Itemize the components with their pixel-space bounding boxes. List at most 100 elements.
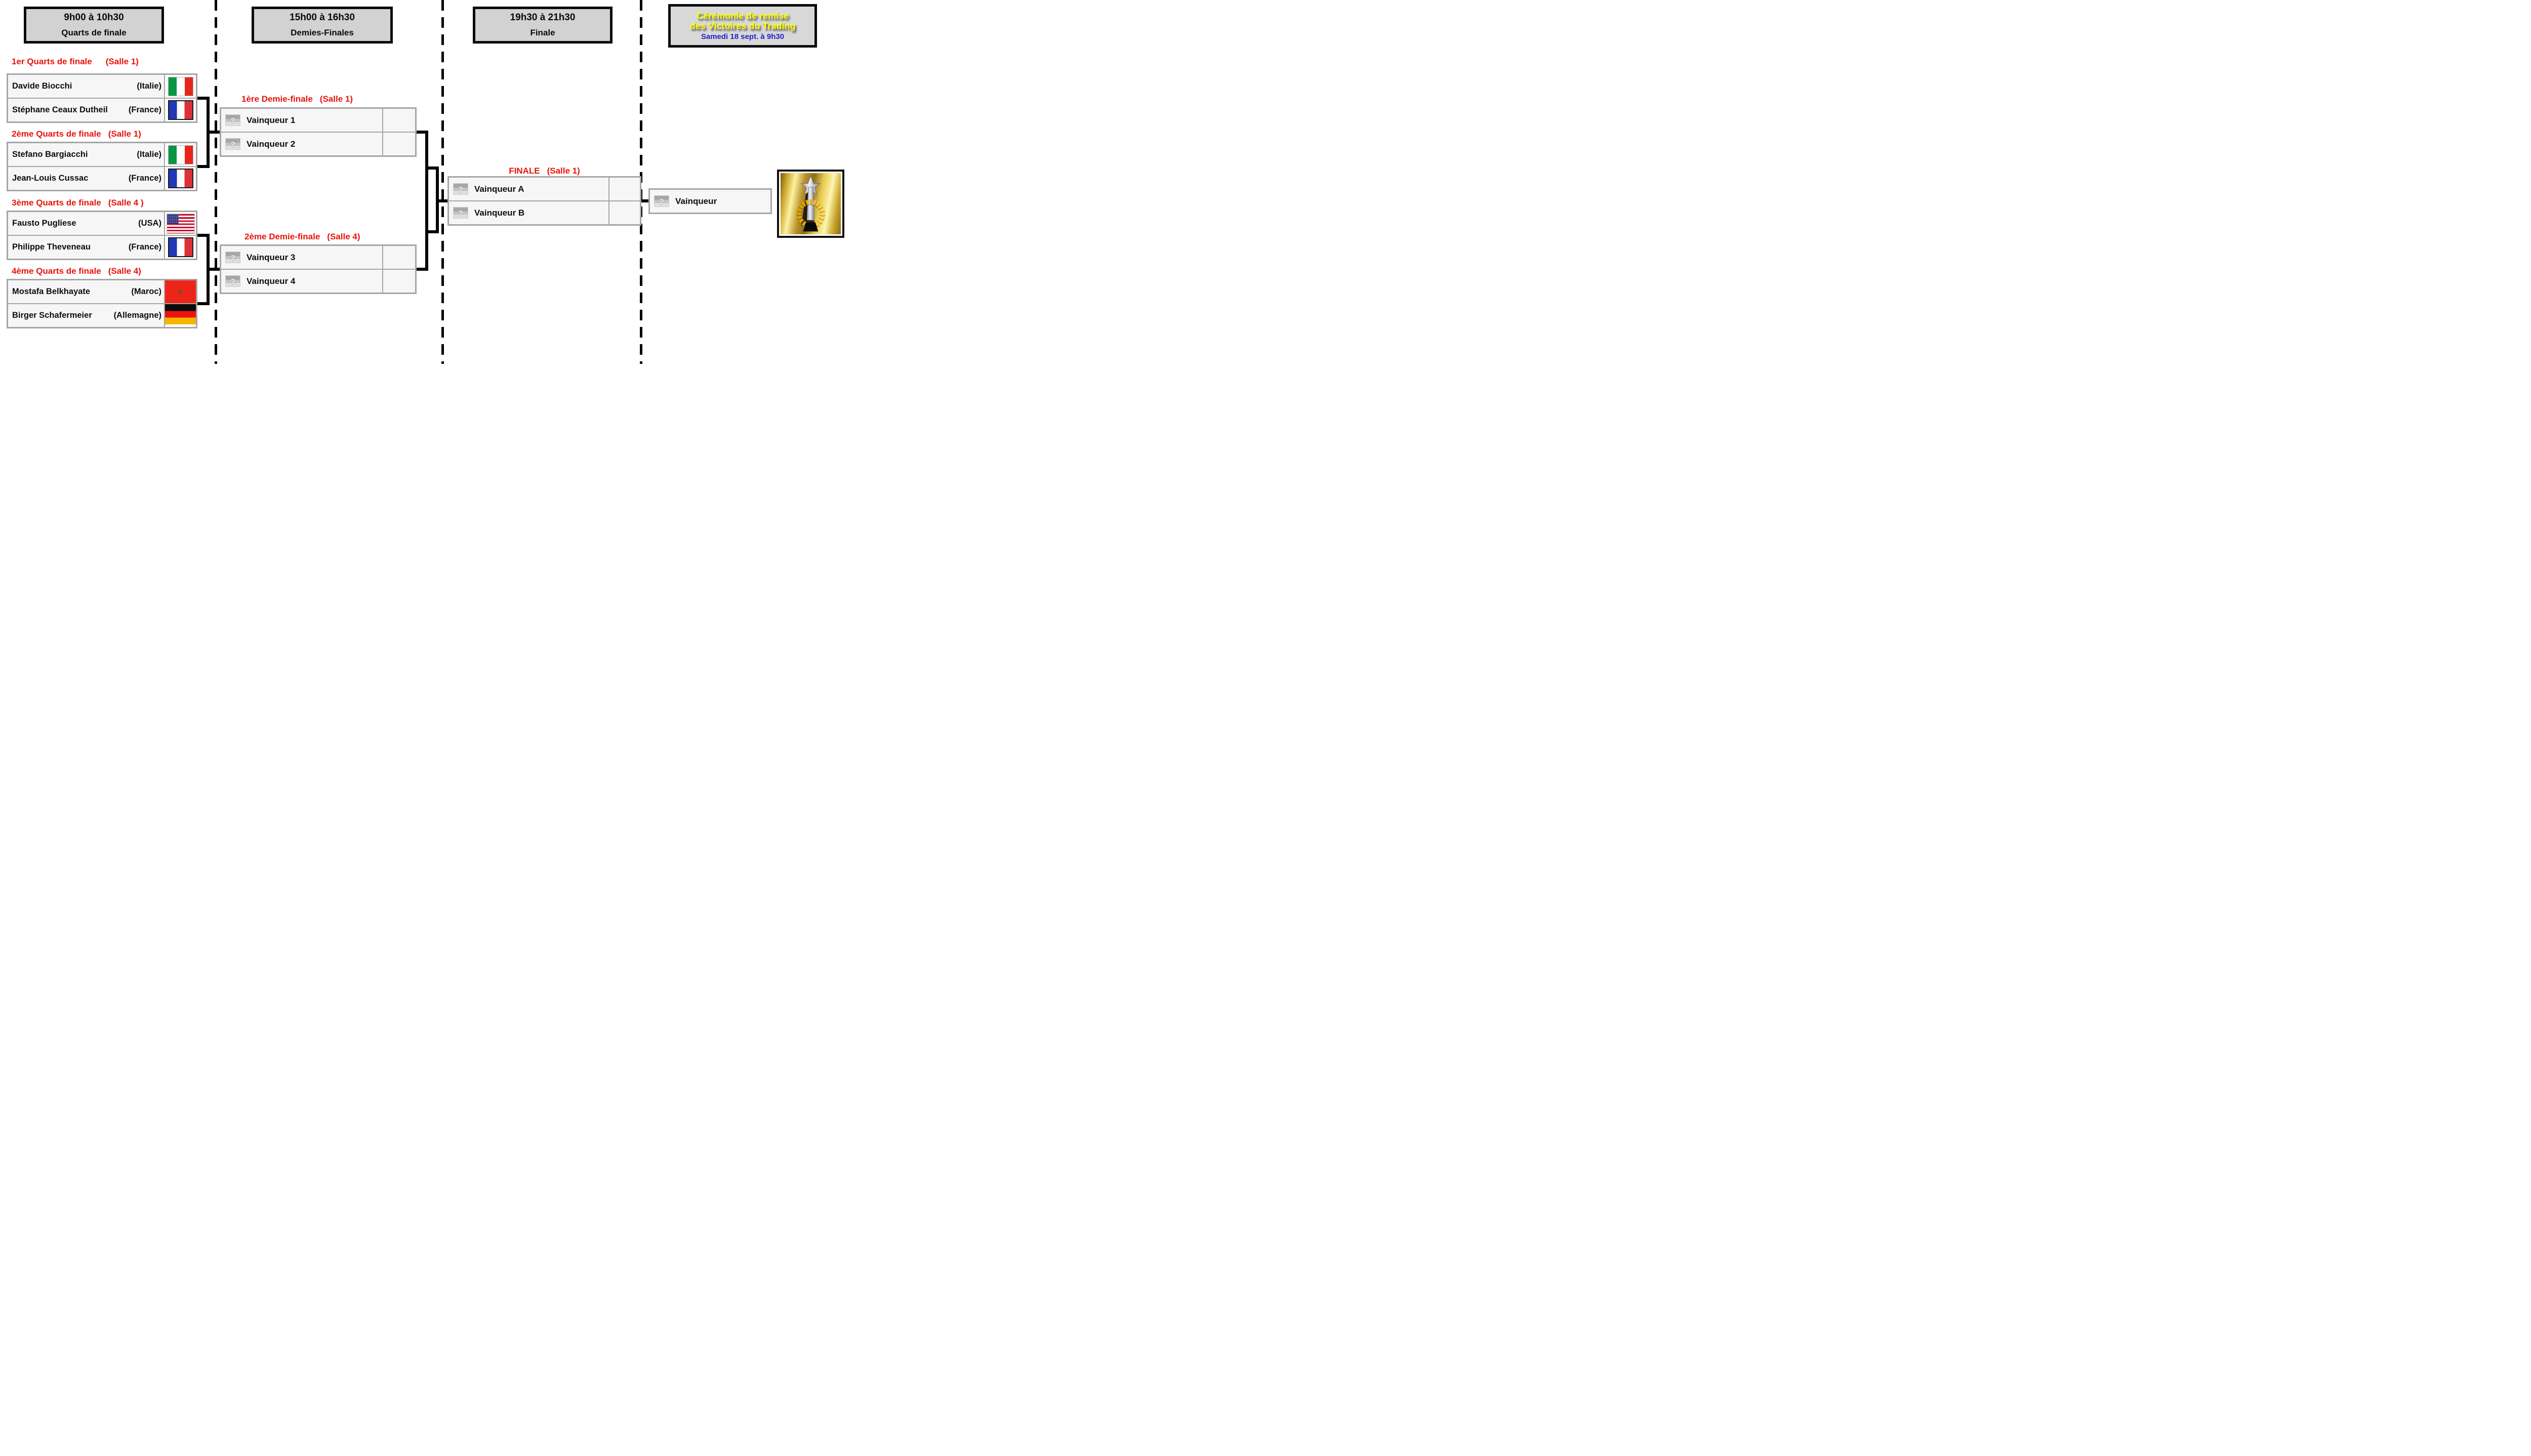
player-country: (USA) [138, 219, 161, 228]
player-name: Davide Biocchi [12, 81, 72, 91]
slot-label: Vainqueur B [474, 207, 525, 218]
qf2-player2-row: Jean-Louis Cussac (France) [8, 167, 164, 190]
final-salle: (Salle 1) [547, 166, 580, 176]
question-glyph: ? [230, 277, 235, 285]
player-name: Mostafa Belkhayate [12, 287, 91, 296]
france-flag [168, 100, 193, 120]
connector-sf-vertical [425, 131, 428, 271]
player-name: Stefano Bargiacchi [12, 150, 88, 159]
player-name: Fausto Pugliese [12, 219, 76, 228]
unknown-player-icon: ? [225, 138, 240, 150]
ceremony-box: Cérémonie de remise des Victoires du Tra… [668, 4, 817, 48]
player-country: (France) [128, 105, 161, 114]
final-slot2-row: ? Vainqueur B [449, 201, 608, 224]
sf1-salle: (Salle 1) [319, 94, 353, 104]
winner-label: Vainqueur [675, 196, 717, 206]
qf4-player1-row: Mostafa Belkhayate (Maroc) [8, 280, 164, 303]
header-quarterfinals-round: Quarts de finale [61, 28, 127, 37]
qf4-label: 4ème Quarts de finale (Salle 4) [12, 266, 141, 276]
ceremony-title-line1: Cérémonie de remise [696, 11, 789, 21]
slot-label: Vainqueur 2 [247, 139, 296, 149]
qf3-player1-row: Fausto Pugliese (USA) [8, 212, 164, 235]
final-slot1-score-cell [609, 178, 640, 200]
qf4-player1-flag-cell: ★ [165, 280, 196, 303]
final-label: FINALE (Salle 1) [447, 166, 641, 176]
connector-qf1-stub [197, 97, 210, 100]
header-quarterfinals-time: 9h00 à 10h30 [64, 12, 124, 23]
qf3-label: 3ème Quarts de finale(Salle 4 ) [12, 198, 144, 208]
player-name: Jean-Louis Cussac [12, 174, 89, 183]
sf1-title: 1ère Demie-finale [241, 94, 313, 104]
trophy-image [777, 170, 844, 238]
final-table: ? Vainqueur A ? Vainqueur B [447, 176, 641, 226]
connector-qf4-stub [197, 302, 210, 305]
player-country: (Italie) [137, 150, 161, 159]
sf2-slot1-row: ? Vainqueur 3 [221, 246, 382, 269]
sf2-table: ? Vainqueur 3 ? Vainqueur 4 [220, 244, 417, 294]
unknown-player-icon: ? [225, 275, 240, 287]
qf4-title: 4ème Quarts de finale [12, 266, 101, 276]
ceremony-date: Samedi 18 sept. à 9h30 [701, 32, 785, 41]
sf1-label: 1ère Demie-finale (Salle 1) [241, 94, 353, 104]
qf2-player2-flag-cell [165, 167, 196, 190]
qf4-salle: (Salle 4) [108, 266, 141, 276]
morocco-flag: ★ [165, 280, 196, 303]
connector-to-sf1 [207, 131, 220, 134]
header-final-round: Finale [530, 28, 555, 37]
qf3-player2-flag-cell [165, 236, 196, 259]
qf1-player1-row: Davide Biocchi (Italie) [8, 75, 164, 98]
header-semifinals-time: 15h00 à 16h30 [290, 12, 355, 23]
qf3-salle: (Salle 4 ) [108, 198, 144, 207]
header-semifinals: 15h00 à 16h30 Demies-Finales [252, 7, 393, 44]
tournament-bracket: 9h00 à 10h30 Quarts de finale 15h00 à 16… [0, 0, 845, 364]
connector-to-winner [640, 199, 648, 202]
sf1-slot1-score-cell [383, 109, 415, 132]
player-country: (France) [128, 242, 161, 252]
connector-qf2-stub [197, 165, 210, 168]
qf3-player1-flag-cell [165, 212, 196, 235]
sf2-slot2-row: ? Vainqueur 4 [221, 270, 382, 293]
column-divider-2 [441, 0, 444, 364]
italy-flag [168, 76, 193, 96]
header-final-time: 19h30 à 21h30 [510, 12, 576, 23]
qf1-salle: (Salle 1) [105, 57, 139, 66]
header-quarterfinals: 9h00 à 10h30 Quarts de finale [24, 7, 164, 44]
question-glyph: ? [458, 209, 463, 217]
qf2-player1-row: Stefano Bargiacchi (Italie) [8, 143, 164, 166]
sf1-slot2-row: ? Vainqueur 2 [221, 133, 382, 155]
qf1-player2-row: Stéphane Ceaux Dutheil (France) [8, 99, 164, 121]
player-name: Stéphane Ceaux Dutheil [12, 105, 108, 114]
final-slot1-row: ? Vainqueur A [449, 178, 608, 200]
connector-to-final [436, 199, 447, 202]
connector-sf2-stub [417, 268, 428, 271]
sf1-table: ? Vainqueur 1 ? Vainqueur 2 [220, 107, 417, 157]
germany-flag [165, 304, 196, 324]
qf4-table: Mostafa Belkhayate (Maroc) ★ Birger Scha… [7, 279, 197, 328]
sf1-slot1-row: ? Vainqueur 1 [221, 109, 382, 132]
connector-to-sf2 [207, 268, 220, 271]
question-glyph: ? [230, 253, 235, 262]
question-glyph: ? [458, 185, 463, 193]
qf2-salle: (Salle 1) [108, 129, 141, 139]
morocco-star-icon: ★ [178, 288, 183, 296]
question-glyph: ? [659, 197, 664, 205]
slot-label: Vainqueur A [474, 184, 524, 194]
qf4-player2-row: Birger Schafermeier (Allemagne) [8, 304, 164, 327]
slot-label: Vainqueur 4 [247, 276, 296, 286]
qf2-player1-flag-cell [165, 143, 196, 166]
usa-flag [166, 213, 195, 234]
unknown-player-icon: ? [225, 252, 240, 263]
player-name: Birger Schafermeier [12, 311, 92, 320]
unknown-player-icon: ? [453, 207, 468, 219]
winner-row: ? Vainqueur [648, 188, 772, 214]
final-title: FINALE [509, 166, 540, 176]
player-country: (Italie) [137, 81, 161, 91]
sf1-slot2-score-cell [383, 133, 415, 155]
slot-label: Vainqueur 3 [247, 252, 296, 262]
question-glyph: ? [230, 140, 235, 148]
connector-qf3-stub [197, 234, 210, 237]
qf2-label: 2ème Quarts de finale(Salle 1) [12, 129, 141, 139]
qf4-player2-flag-cell [165, 304, 196, 327]
player-name: Philippe Theveneau [12, 242, 91, 252]
sf2-title: 2ème Demie-finale [244, 232, 320, 241]
